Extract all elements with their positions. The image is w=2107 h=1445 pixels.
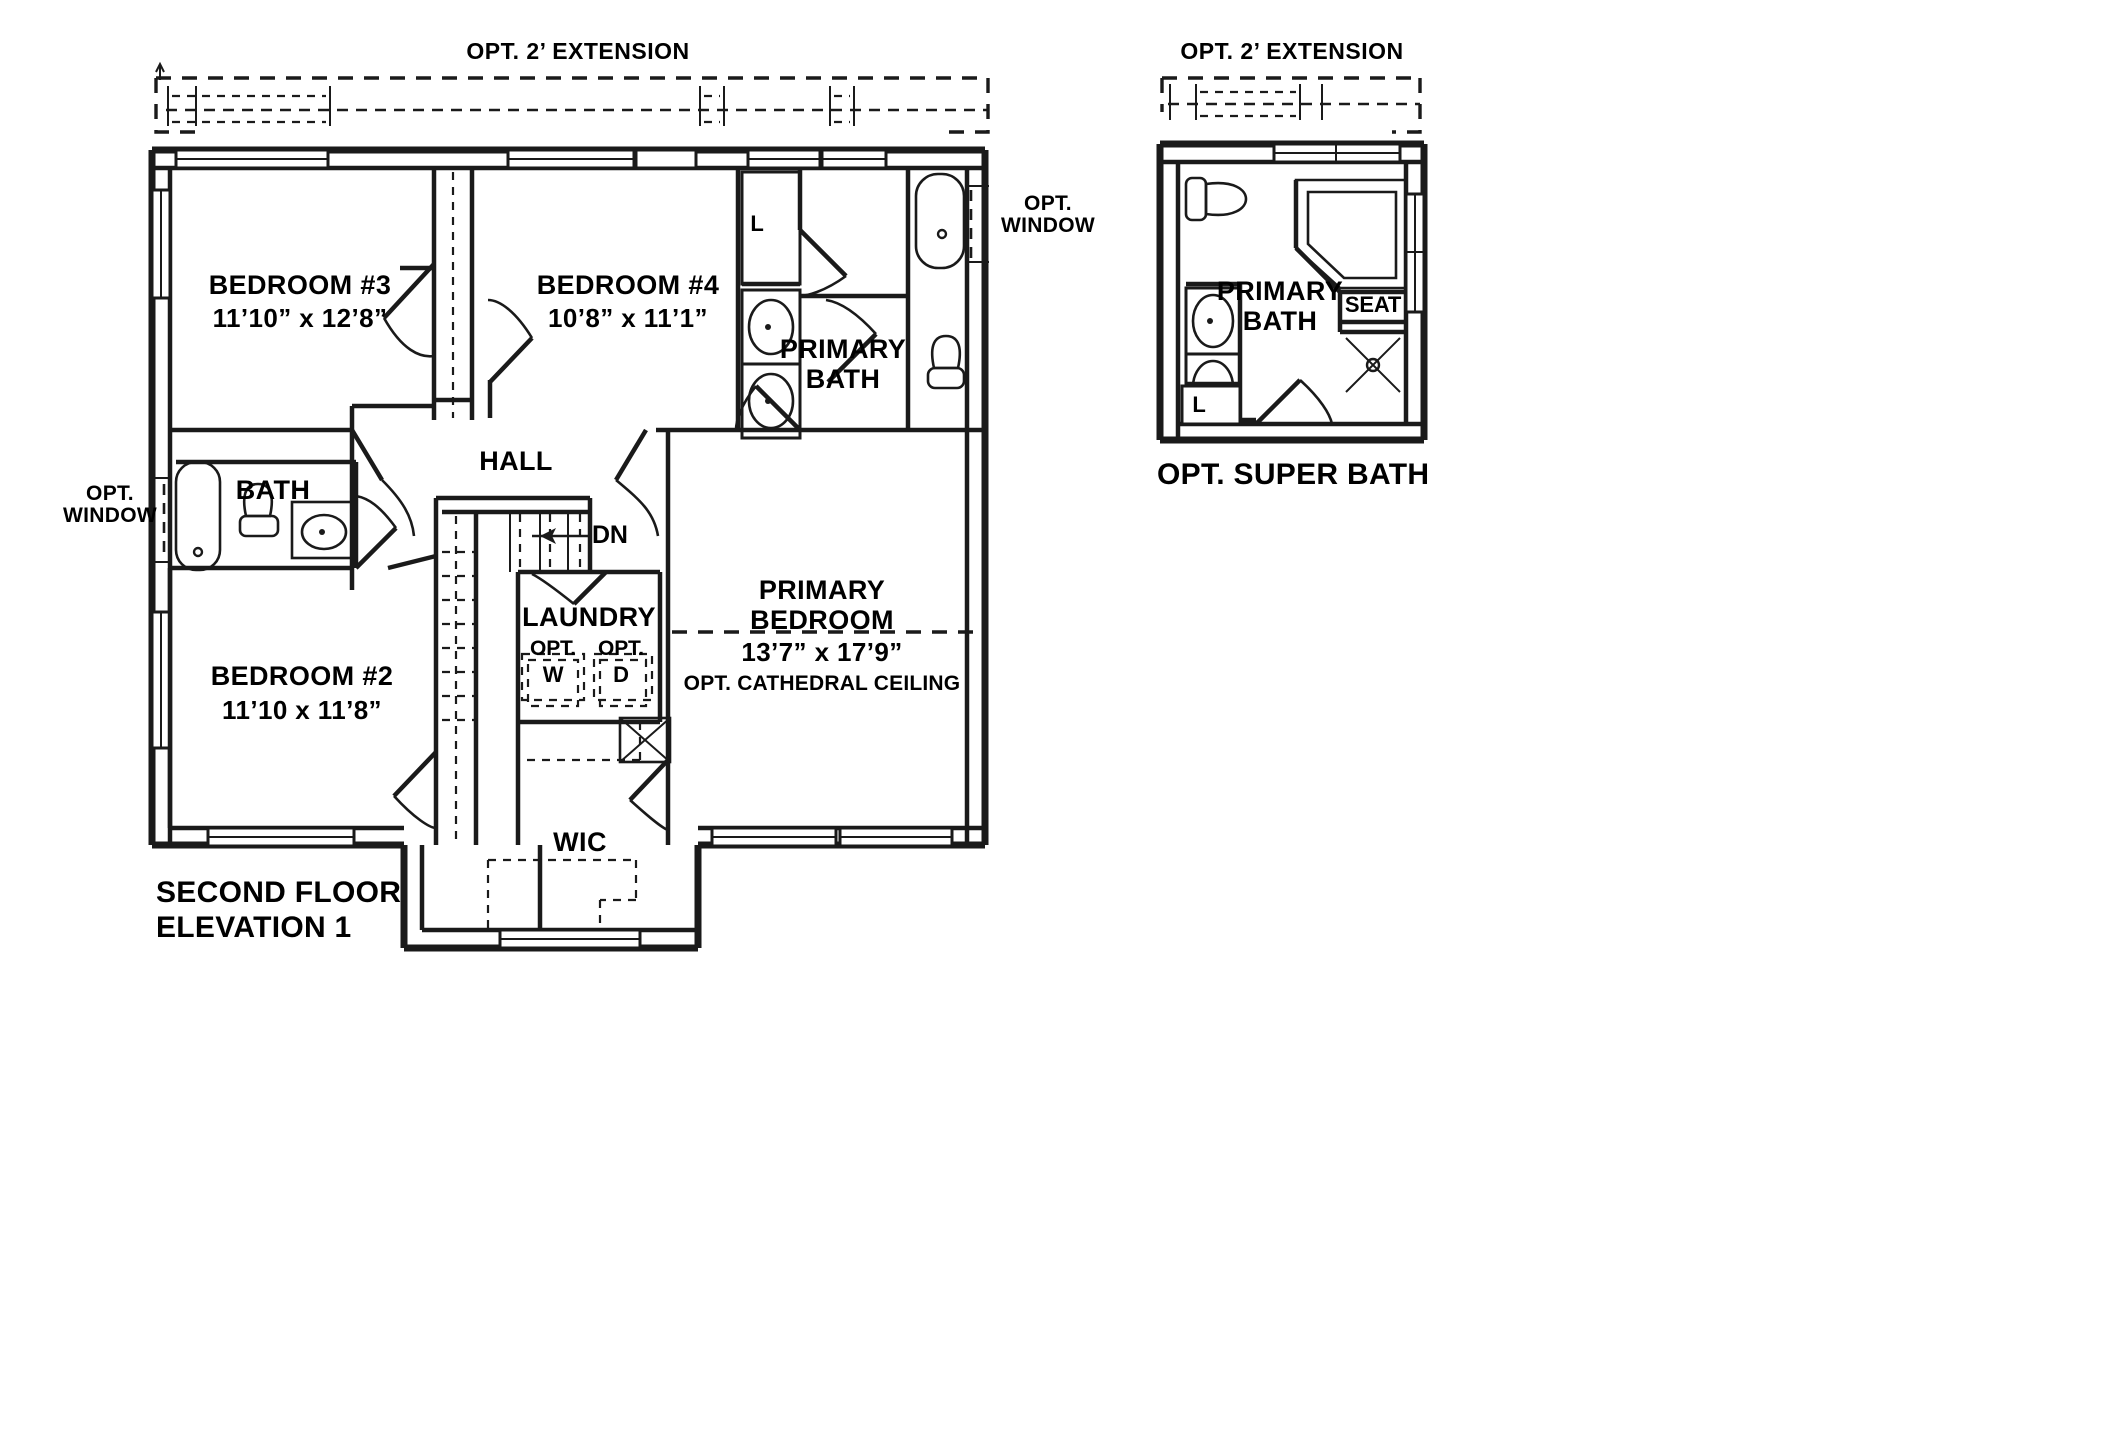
shower-inset [1340, 329, 1406, 393]
linen-closet-label-main: L [750, 211, 764, 236]
room-label-bath: BATH [235, 475, 311, 505]
room-dim-bedroom4: 10’8” x 11’1” [548, 303, 708, 333]
room-dim-bedroom2: 11’10 x 11’8” [222, 695, 382, 725]
corner-tub-inset [1294, 178, 1408, 290]
opt-window-left-line2: WINDOW [63, 504, 157, 527]
room-label-primary-bedroom-line2: BEDROOM [750, 605, 894, 635]
room-label-wic: WIC [553, 827, 607, 857]
laundry-washer-label: W [542, 662, 564, 687]
opt-window-left-line1: OPT. [86, 482, 134, 505]
windows-bottom-wall [206, 826, 954, 950]
room-dim-primary-bedroom: 13’7” x 17’9” [741, 637, 903, 667]
room-label-bedroom3: BEDROOM #3 [208, 270, 392, 300]
laundry-washer-opt-tag: OPT. [530, 637, 576, 660]
primary-bedroom-ceiling-note: OPT. CATHEDRAL CEILING [683, 672, 961, 695]
room-dim-bedroom3: 11’10” x 12’8” [212, 303, 388, 333]
door-swings-main [350, 228, 878, 832]
plan-title-line1: SECOND FLOOR [156, 876, 402, 909]
stair-direction-label: DN [592, 521, 628, 549]
opt-window-left-bath [148, 477, 170, 563]
opt-extension-outline-main [154, 76, 990, 134]
room-label-laundry: LAUNDRY [522, 602, 656, 632]
room-label-hall: HALL [479, 446, 553, 476]
room-label-primary-bath-line2: BATH [805, 364, 881, 394]
room-label-primary-bedroom-line1: PRIMARY [758, 575, 886, 605]
opt-super-bath-inset [1156, 76, 1428, 444]
interior-walls-main [167, 168, 985, 930]
toilet-primary-bath [926, 334, 966, 390]
inset-label-primary-bath-line2: BATH [1242, 306, 1318, 336]
opt-window-right-line1: OPT. [1024, 192, 1072, 215]
inset-seat-label: SEAT [1344, 292, 1402, 317]
opt-window-right-line2: WINDOW [1001, 214, 1095, 237]
windows-top-wall [174, 148, 888, 170]
laundry-dryer-label: D [613, 662, 629, 687]
room-label-bedroom4: BEDROOM #4 [536, 270, 720, 300]
toilet-inset [1184, 176, 1248, 222]
stair-treads [442, 512, 590, 722]
opt-washer-dryer-boxes [520, 652, 654, 708]
opt-extension-label-inset: OPT. 2’ EXTENSION [1180, 38, 1404, 64]
inset-label-primary-bath-line1: PRIMARY [1216, 276, 1344, 306]
opt-extension-label-main: OPT. 2’ EXTENSION [466, 38, 690, 64]
plan-title-line2: ELEVATION 1 [156, 911, 352, 944]
window-left-bedroom2 [150, 610, 172, 750]
window-left-bedroom3 [150, 188, 172, 300]
room-label-bedroom2: BEDROOM #2 [210, 661, 394, 691]
inset-linen-closet-label: L [1192, 392, 1206, 417]
opt-window-right [967, 185, 989, 263]
inset-title: OPT. SUPER BATH [1157, 458, 1430, 491]
room-label-primary-bath-line1: PRIMARY [779, 334, 907, 364]
laundry-dryer-opt-tag: OPT. [598, 637, 644, 660]
